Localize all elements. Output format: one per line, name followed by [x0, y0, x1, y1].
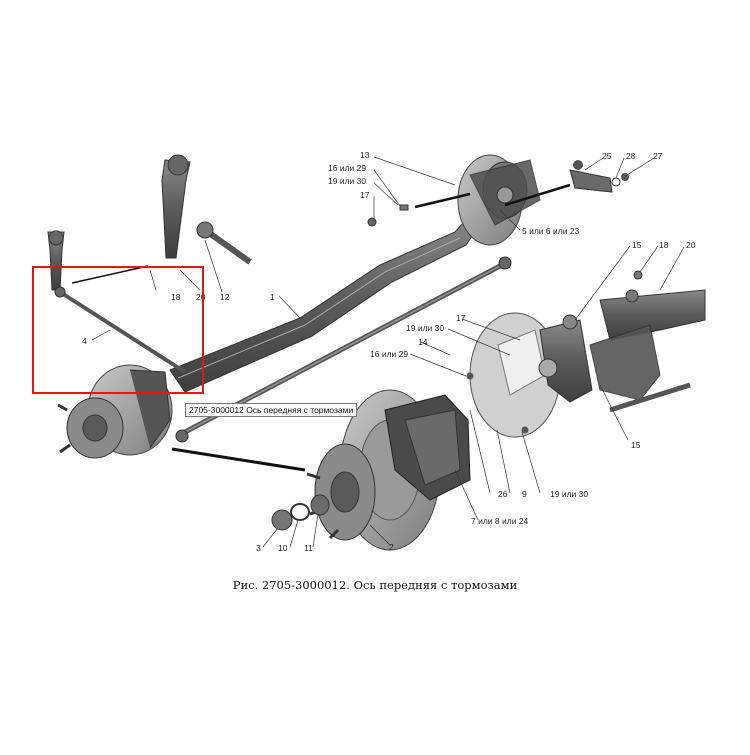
- steering-knuckle: [538, 314, 593, 403]
- brake-bracket: [569, 160, 613, 193]
- callout-18-right: 18: [659, 240, 669, 250]
- callout-20-right: 20: [686, 240, 696, 250]
- callout-7: 7 или 8 или 24: [471, 516, 529, 526]
- right-axle-end: [589, 289, 706, 413]
- callout-9: 9: [522, 489, 527, 499]
- callout-14: 14: [418, 337, 428, 347]
- highlight-box: [32, 266, 204, 394]
- callout-20-left: 20: [196, 292, 206, 302]
- exploded-arrows: [71, 183, 571, 472]
- callout-15-top: 15: [632, 240, 642, 250]
- callout-27: 27: [653, 151, 663, 161]
- steering-arm-large: [161, 154, 191, 259]
- callout-25: 25: [602, 151, 612, 161]
- tie-rod-end: [196, 221, 252, 265]
- callout-16-top: 16 или 29: [328, 163, 366, 173]
- leader-lines: [91, 156, 685, 548]
- callout-5: 5 или 6 или 23: [522, 226, 580, 236]
- callout-19-bottom: 19 или 30: [550, 489, 588, 499]
- callout-19-right: 19 или 30: [406, 323, 444, 333]
- steering-arm-small: [47, 230, 65, 291]
- callout-1: 1: [270, 292, 275, 302]
- callout-18-left: 18: [171, 292, 181, 302]
- bolts-right: [466, 270, 643, 434]
- callouts: 1 2 3 4 5 или 6 или 23 7 или 8 или 24 9 …: [82, 150, 696, 553]
- callout-19-top: 19 или 30: [328, 176, 366, 186]
- hub-cap-and-washers: [271, 494, 330, 531]
- callout-15-bottom: 15: [631, 440, 641, 450]
- drag-link: [54, 286, 187, 374]
- callout-16-right: 16 или 29: [370, 349, 408, 359]
- lower-hub: [306, 443, 376, 541]
- callout-11: 11: [304, 543, 313, 553]
- callout-13: 13: [360, 150, 370, 160]
- figure-caption: Рис. 2705-3000012. Ось передняя с тормоз…: [232, 578, 518, 592]
- callout-17-right: 17: [456, 313, 466, 323]
- left-hub: [57, 397, 124, 459]
- callout-2: 2: [389, 542, 394, 552]
- upper-right-hub-assembly: [457, 154, 541, 246]
- callout-26: 26: [498, 489, 508, 499]
- callout-10: 10: [278, 543, 288, 553]
- brake-caliper: [384, 394, 471, 501]
- callout-12: 12: [220, 292, 230, 302]
- callout-17-top: 17: [360, 190, 370, 200]
- tooltip: 2705-3000012 Ось передняя с тормозами: [185, 403, 358, 417]
- callout-3: 3: [256, 543, 261, 553]
- callout-28: 28: [626, 151, 636, 161]
- callout-4: 4: [82, 336, 87, 346]
